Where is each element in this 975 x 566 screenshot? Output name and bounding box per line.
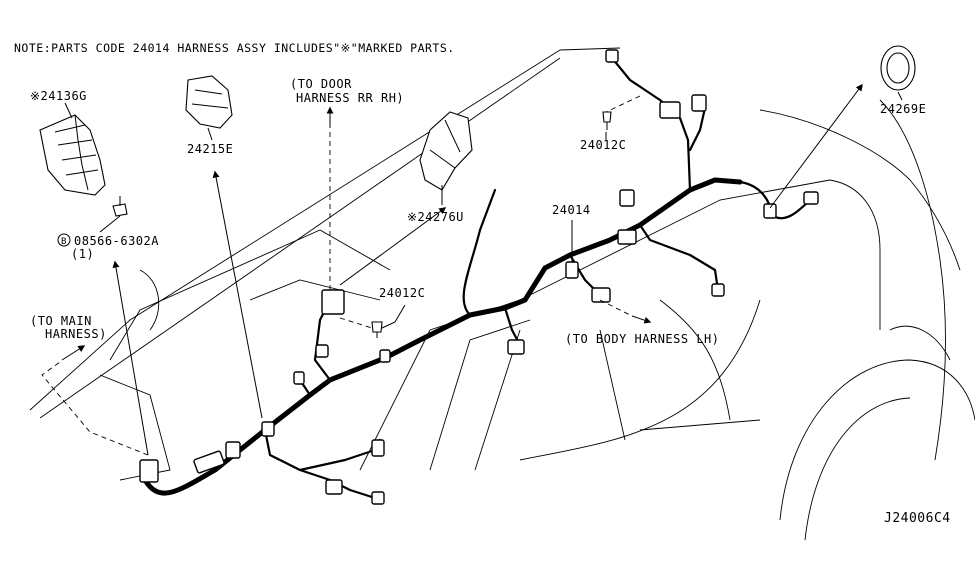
diagram-id: J24006C4 — [884, 511, 951, 526]
label-24276u: ※24276U — [407, 210, 464, 224]
bolt-symbol: B — [61, 237, 67, 247]
leader-lines — [64, 91, 903, 329]
label-to-body: (TO BODY HARNESS LH) — [565, 332, 720, 346]
part-bolt-08566 — [112, 196, 128, 217]
direction-arrows — [41, 83, 863, 456]
label-to-door-1: (TO DOOR — [290, 77, 352, 91]
label-24012c-mid: 24012C — [379, 286, 425, 300]
label-to-main-1: (TO MAIN — [30, 314, 92, 328]
part-24012c-clip-mid — [371, 321, 383, 338]
part-24269e-grommet — [880, 45, 916, 91]
label-bolt-qty: (1) — [71, 247, 94, 261]
label-24269e: 24269E — [880, 102, 926, 116]
main-harness-24014 — [142, 56, 814, 500]
label-24215e: 24215E — [187, 142, 233, 156]
vehicle-body-outline — [29, 47, 975, 541]
label-24136g: ※24136G — [30, 89, 87, 103]
circle-b-icon — [57, 233, 71, 247]
note-text: NOTE:PARTS CODE 24014 HARNESS ASSY INCLU… — [14, 41, 455, 55]
label-to-main-2: HARNESS) — [45, 327, 107, 341]
harness-connectors — [139, 49, 819, 505]
part-24276u-bracket — [419, 111, 473, 191]
label-24014: 24014 — [552, 203, 591, 217]
bolt-callout: B 08566-6302A (1) — [57, 233, 159, 261]
label-to-door-2: HARNESS RR RH) — [296, 91, 404, 105]
part-24136g-cover — [39, 114, 106, 196]
label-24012c-top: 24012C — [580, 138, 626, 152]
labels: NOTE:PARTS CODE 24014 HARNESS ASSY INCLU… — [14, 41, 951, 526]
label-bolt-code: 08566-6302A — [74, 234, 159, 248]
part-24012c-clip-top — [602, 111, 612, 130]
part-24215e-clip — [185, 75, 233, 129]
